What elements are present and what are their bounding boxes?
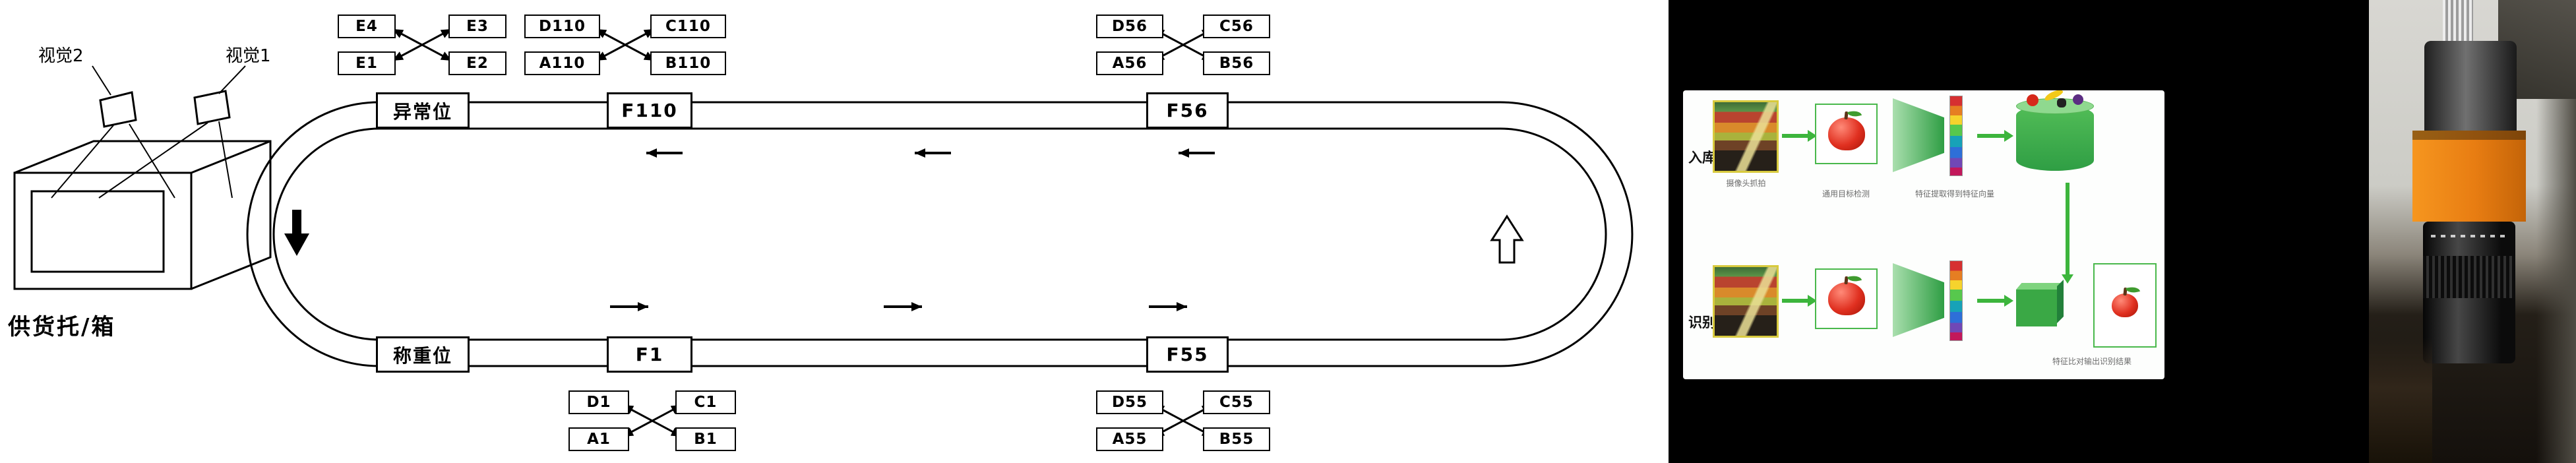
up-arrow-icon xyxy=(1490,214,1524,264)
caption-feature-matching: 特征比对输出识别结果 xyxy=(2052,357,2131,366)
camera-frustum-lines xyxy=(51,65,246,199)
station-f1: F1 xyxy=(607,336,692,373)
camera-capture-thumbnail-2 xyxy=(1713,265,1779,338)
supply-tote-label: 供货托/箱 xyxy=(8,314,116,340)
slot-box-d56: D56 xyxy=(1096,15,1163,38)
slot-box-a56: A56 xyxy=(1096,51,1163,75)
slot-box-d55: D55 xyxy=(1096,390,1163,414)
down-arrow-icon xyxy=(284,210,309,256)
vision-camera-icons xyxy=(99,90,231,128)
pipeline-panel: 入库 识别 xyxy=(1669,0,2369,463)
green-down-arrow-icon xyxy=(2062,183,2073,284)
caption-camera-capture: 摄像头抓拍 xyxy=(1726,179,1766,188)
photo-lens-barrel xyxy=(2423,222,2515,363)
slot-box-c110: C110 xyxy=(650,15,726,38)
conveyor-diagram: 异常位 F110 F56 称重位 F1 F55 E4 E3 E1 E2 D110… xyxy=(8,15,1634,451)
slot-box-b110: B110 xyxy=(650,51,726,75)
detected-apple-box-2 xyxy=(1815,268,1878,329)
feature-vector-bar-2 xyxy=(1949,261,1963,341)
feature-vector-bar-1 xyxy=(1949,96,1963,176)
station-weighing: 称重位 xyxy=(376,336,470,373)
slot-box-c56: C56 xyxy=(1203,15,1270,38)
row-label-intake: 入库 xyxy=(1688,150,1716,166)
photo-bottom-shadow xyxy=(2369,338,2432,463)
detected-apple-box-1 xyxy=(1815,104,1878,164)
dark-fruit-icon xyxy=(2057,98,2066,108)
row-label-recognize: 识别 xyxy=(1688,315,1716,330)
camera-capture-thumbnail-1 xyxy=(1713,100,1779,173)
slot-box-e3: E3 xyxy=(448,15,506,38)
slot-box-e4: E4 xyxy=(338,15,396,38)
photo-orange-camera-body xyxy=(2412,131,2526,222)
station-f110: F110 xyxy=(607,92,692,129)
slot-box-a55: A55 xyxy=(1096,427,1163,451)
slot-box-b1: B1 xyxy=(675,427,736,451)
slot-box-e2: E2 xyxy=(448,51,506,75)
green-arrow-icon xyxy=(1782,295,1817,307)
slot-box-d1: D1 xyxy=(568,390,629,414)
apple-dot-icon xyxy=(2027,94,2039,106)
matcher-cube-icon xyxy=(2016,290,2057,326)
slot-box-a1: A1 xyxy=(568,427,629,451)
apple-icon xyxy=(1827,117,1865,150)
lens-marking-text xyxy=(2431,235,2507,237)
grape-icon xyxy=(2073,94,2083,105)
feature-database-icon xyxy=(2016,90,2094,171)
recognition-result-box xyxy=(2093,263,2157,348)
lens-focus-ring xyxy=(2423,256,2515,298)
green-arrow-icon xyxy=(1782,130,1817,142)
caption-feature-extraction: 特征提取得到特征向量 xyxy=(1915,189,1994,199)
feature-extractor-icon-1 xyxy=(1893,98,1944,172)
vision-1-label: 视觉1 xyxy=(226,46,271,66)
green-arrow-icon xyxy=(1977,295,2013,307)
flow-direction-arrows-icon xyxy=(610,148,1215,311)
apple-icon xyxy=(1827,282,1865,315)
diagram-linework xyxy=(13,28,1634,438)
slot-box-c1: C1 xyxy=(675,390,736,414)
photo-camera-mount xyxy=(2424,41,2517,139)
vision-2-label: 视觉2 xyxy=(38,46,84,66)
station-f56: F56 xyxy=(1146,92,1229,129)
recognition-pipeline-figure: 入库 识别 xyxy=(1683,90,2164,379)
supply-box-wireframe xyxy=(13,140,272,290)
slot-box-d110: D110 xyxy=(524,15,600,38)
green-arrow-icon xyxy=(1977,130,2013,142)
feature-extractor-icon-2 xyxy=(1893,263,1944,337)
station-f55: F55 xyxy=(1146,336,1229,373)
slot-box-c55: C55 xyxy=(1203,390,1270,414)
station-abnormal: 异常位 xyxy=(376,92,470,129)
slot-box-b56: B56 xyxy=(1203,51,1270,75)
slot-box-a110: A110 xyxy=(524,51,600,75)
caption-object-detection: 通用目标检测 xyxy=(1822,189,1870,199)
slot-box-b55: B55 xyxy=(1203,427,1270,451)
slot-box-e1: E1 xyxy=(338,51,396,75)
camera-photo xyxy=(2369,0,2576,463)
conveyor-track xyxy=(246,101,1634,367)
cross-transfer-arrows-icon xyxy=(392,28,1213,438)
apple-icon xyxy=(2112,293,2138,317)
